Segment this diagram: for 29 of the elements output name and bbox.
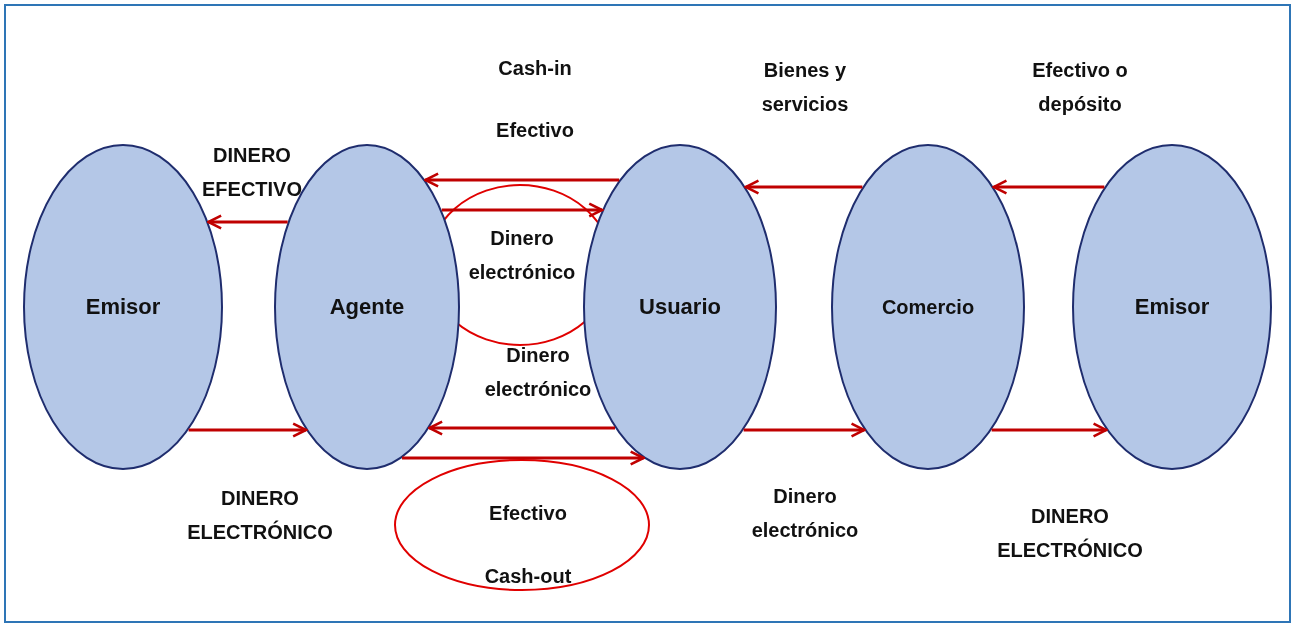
edge-label: Dinero electrónico bbox=[467, 226, 577, 285]
arrow bbox=[424, 172, 620, 188]
arrow bbox=[402, 450, 645, 466]
text-label: Cash-out bbox=[484, 564, 572, 589]
arrow bbox=[743, 422, 866, 438]
edge-label: Dinero electrónico bbox=[483, 343, 593, 402]
node-label: Agente bbox=[328, 294, 406, 320]
edge-label: Efectivo o depósito bbox=[1031, 58, 1129, 117]
arrow bbox=[207, 214, 288, 230]
node-label: Usuario bbox=[638, 294, 722, 320]
edge-label: Efectivo bbox=[489, 501, 567, 526]
text-label: Cash-in bbox=[498, 56, 572, 81]
ellipse-node bbox=[1072, 144, 1272, 470]
arrow bbox=[992, 179, 1105, 195]
arrow bbox=[188, 422, 308, 438]
arrow bbox=[441, 202, 604, 218]
edge-label: Bienes y servicios bbox=[760, 58, 850, 117]
edge-label: DINERO EFECTIVO bbox=[201, 143, 303, 202]
edge-label: DINERO ELECTRÓNICO bbox=[186, 486, 334, 545]
node-label: Comercio bbox=[880, 295, 976, 319]
edge-label: Efectivo bbox=[496, 118, 574, 143]
node-label: Emisor bbox=[1133, 294, 1211, 320]
ellipse-node bbox=[831, 144, 1025, 470]
arrow bbox=[744, 179, 863, 195]
arrow bbox=[428, 420, 615, 436]
node-label: Emisor bbox=[84, 294, 162, 320]
arrow bbox=[991, 422, 1108, 438]
edge-label: Dinero electrónico bbox=[750, 484, 860, 543]
edge-label: DINERO ELECTRÓNICO bbox=[996, 504, 1144, 563]
